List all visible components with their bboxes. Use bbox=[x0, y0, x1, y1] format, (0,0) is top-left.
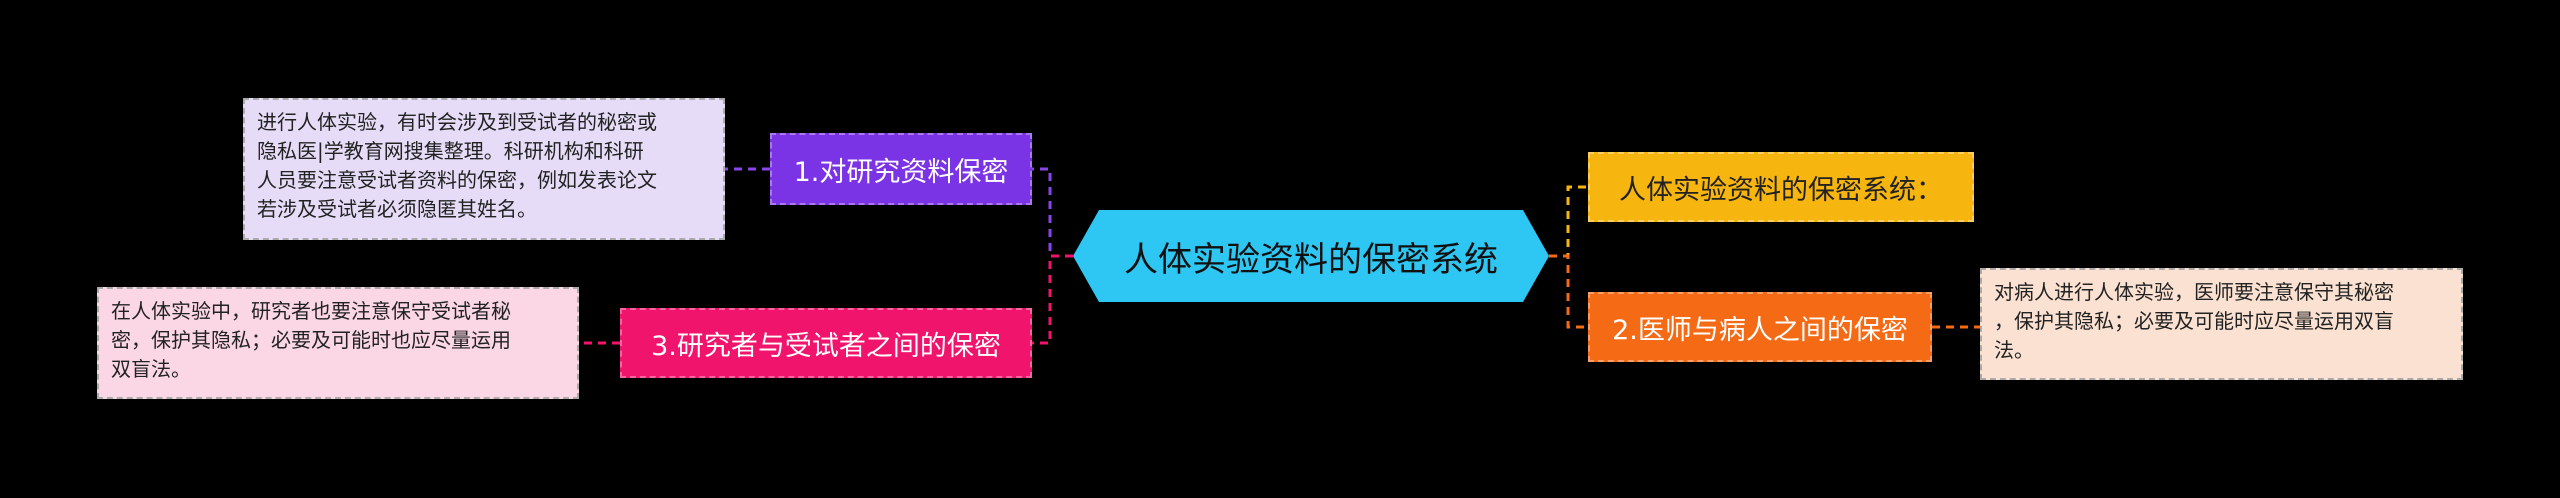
branch-system-heading-label: 人体实验资料的保密系统： bbox=[1619, 174, 1943, 206]
central-topic-label: 人体实验资料的保密系统 bbox=[1124, 239, 1498, 280]
central-topic[interactable]: 人体实验资料的保密系统 bbox=[1073, 210, 1549, 302]
branch-researcher-subject[interactable]: 3.研究者与受试者之间的保密 bbox=[620, 308, 1032, 378]
branch-research-data[interactable]: 1.对研究资料保密 bbox=[770, 133, 1032, 205]
link-central-branch-2 bbox=[1549, 254, 1588, 329]
branch-doctor-patient[interactable]: 2.医师与病人之间的保密 bbox=[1588, 292, 1932, 362]
note-doctor-patient[interactable]: 对病人进行人体实验，医师要注意保守其秘密 ，保护其隐私；必要及可能时应尽量运用双… bbox=[1980, 268, 2463, 380]
note-research-data[interactable]: 进行人体实验，有时会涉及到受试者的秘密或 隐私医|学教育网搜集整理。科研机构和科… bbox=[243, 98, 725, 240]
note-researcher-subject[interactable]: 在人体实验中，研究者也要注意保守受试者秘 密，保护其隐私；必要及可能时也应尽量运… bbox=[97, 287, 579, 399]
branch-researcher-subject-label: 3.研究者与受试者之间的保密 bbox=[651, 330, 1001, 362]
link-central-branch-3 bbox=[1032, 254, 1073, 345]
branch-doctor-patient-label: 2.医师与病人之间的保密 bbox=[1612, 314, 1908, 346]
branch-research-data-label: 1.对研究资料保密 bbox=[793, 156, 1009, 188]
link-central-branch-0 bbox=[1549, 185, 1588, 258]
branch-system-heading[interactable]: 人体实验资料的保密系统： bbox=[1588, 152, 1974, 222]
link-central-branch-1 bbox=[1032, 167, 1073, 258]
